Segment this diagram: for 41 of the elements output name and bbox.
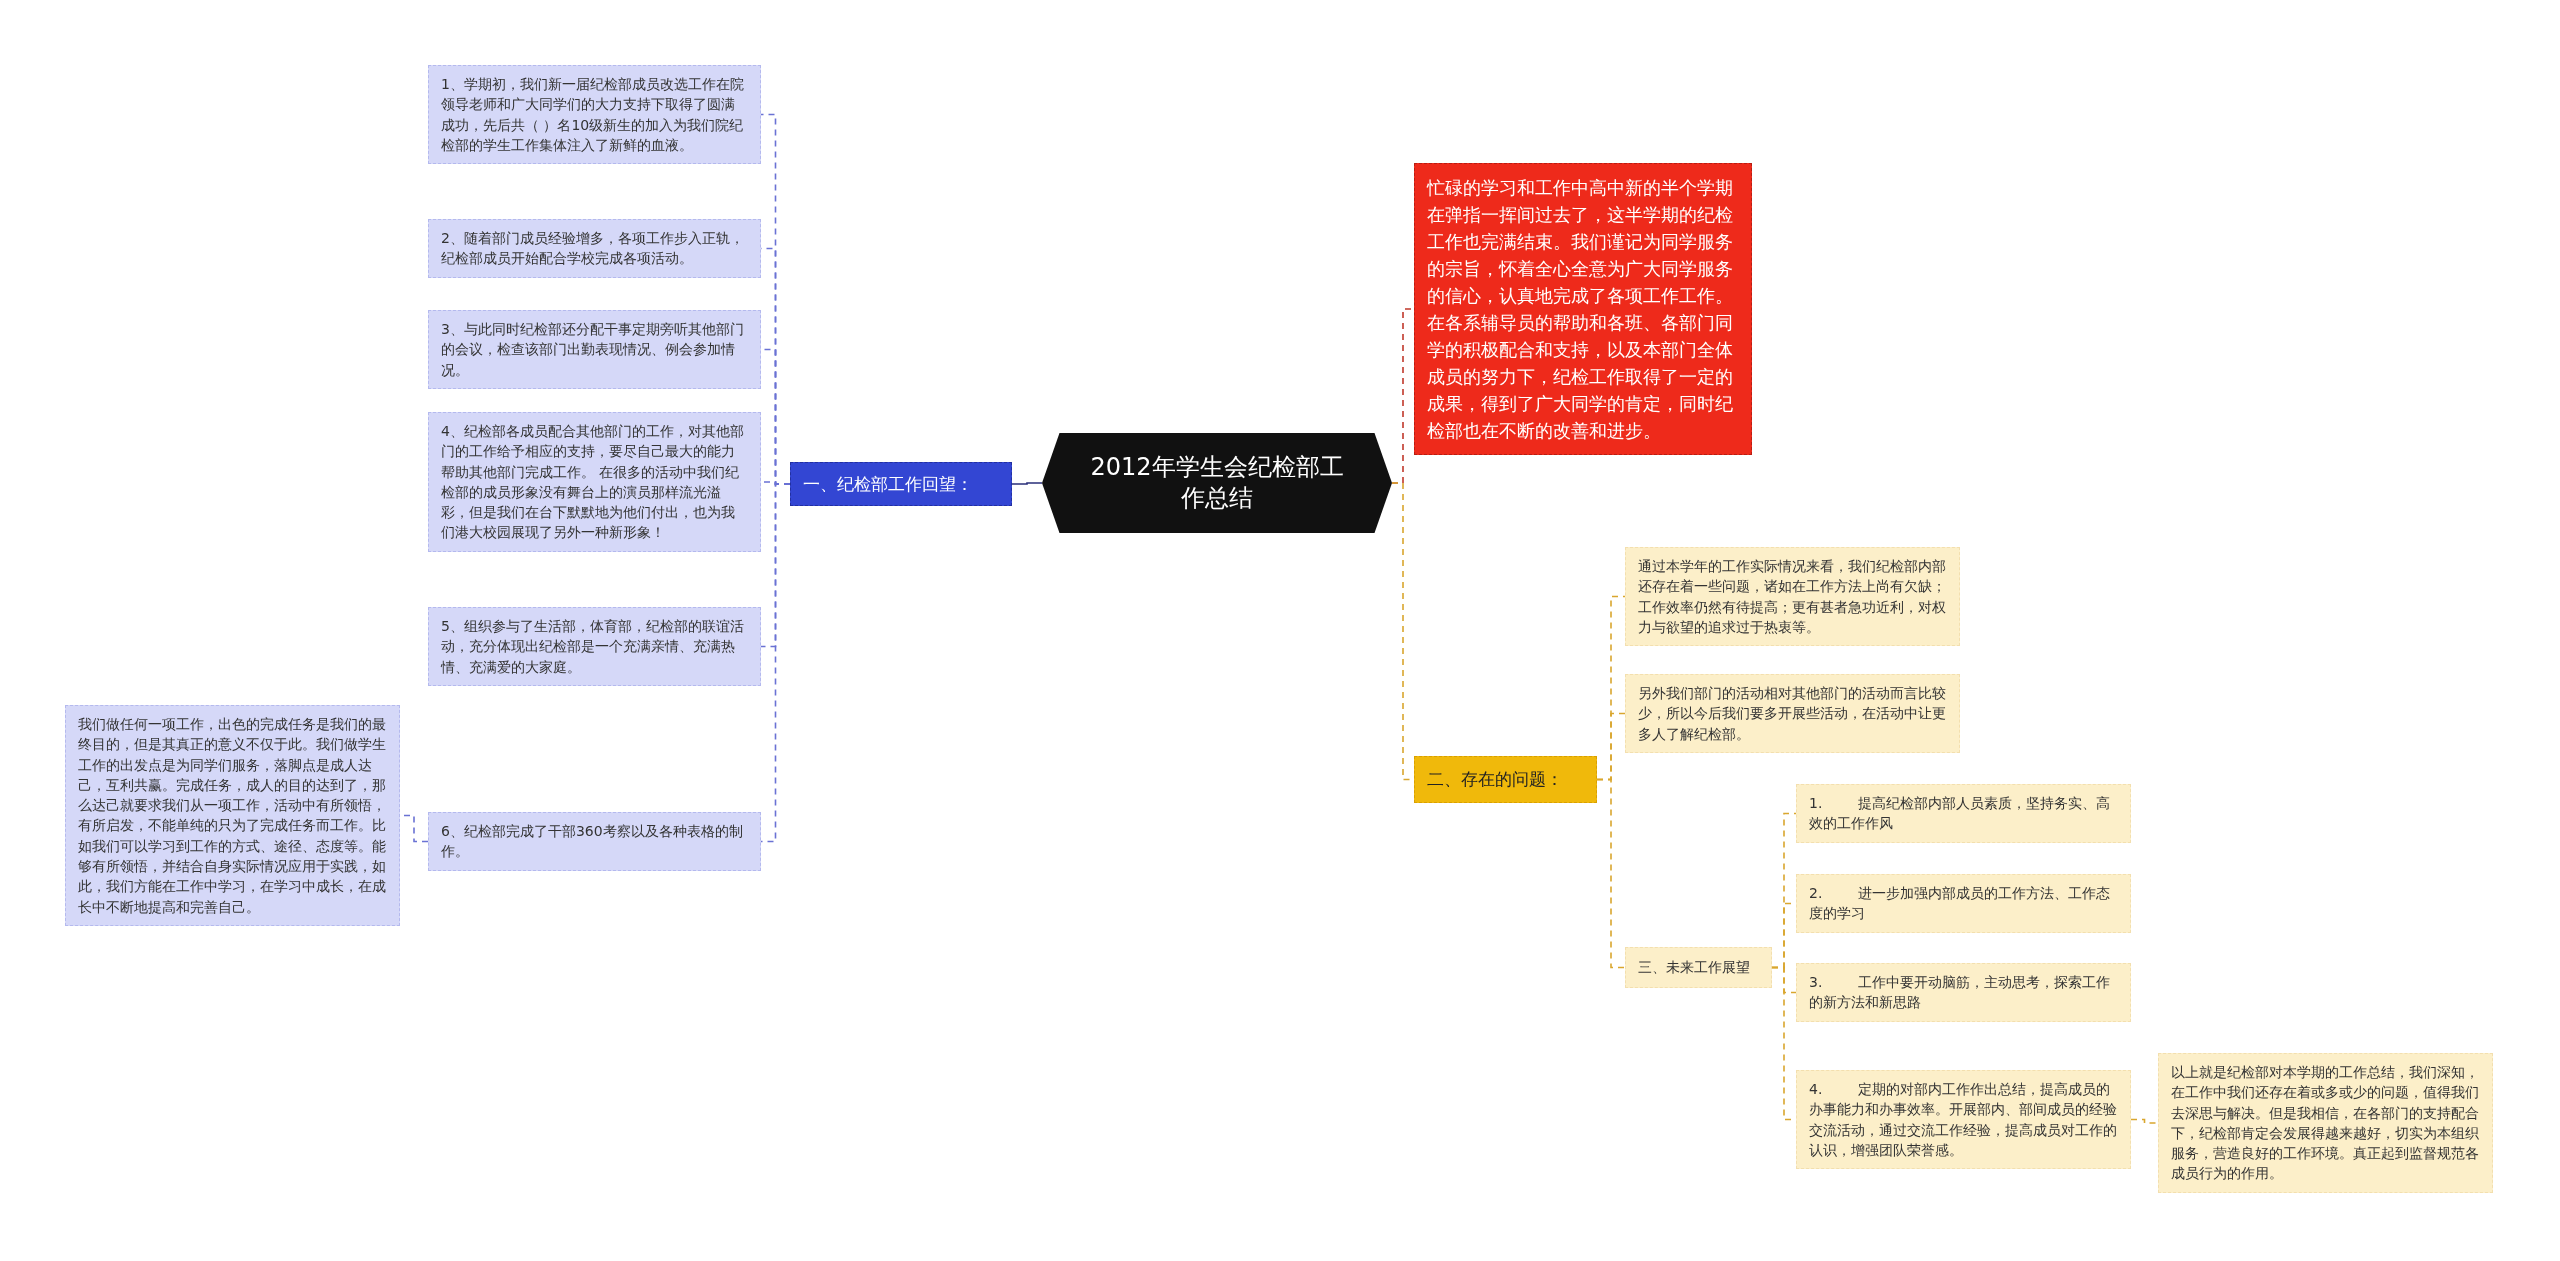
- central-topic: [1042, 433, 1392, 533]
- subtopic-box: [65, 705, 400, 926]
- subtopic-box: [2158, 1053, 2493, 1193]
- title-text: 2012年学生会纪检部工作总结: [1089, 451, 1345, 514]
- topic-text: 我们做任何一项工作，出色的完成任务是我们的最终目的，但是其真正的意义不仅于此。我们做学生工作的出发点是为同学们服务，落脚点是成人达己，互利共赢。完成任务，成人的目的达到了，那么达己就要求我们从一项工作，活动中有所领悟，有所启发，不能单纯的只为了完成任务而工作。比如我们可以学习到工作的方式、途径、态度等。能够有所领悟，并结合自身实际情况应用于实践，如此，我们方能在工作中学习，在学习中成长，在成长中不断地提高和完善自己。: [78, 715, 387, 917]
- branch-topic: [1414, 756, 1597, 803]
- topic-text: 5、组织参与了生活部，体育部，纪检部的联谊活动，充分体现出纪检部是一个充满亲情、充满热情、充满爱的大家庭。: [441, 617, 745, 677]
- topic-text: 1、学期初，我们新一届纪检部成员改选工作在院领导老师和广大同学们的大力支持下取得了圆满成功，先后共（ ）名10级新生的加入为我们院纪检部的学生工作集体注入了新鲜的血液。: [441, 75, 745, 155]
- connector-line: [1011, 482, 1043, 485]
- subtopic-box: [428, 65, 761, 165]
- topic-text: 以上就是纪检部对本学期的工作总结，我们深知，在工作中我们还存在着或多或少的问题，值得我们去深思与解决。但是我相信，在各部门的支持配合下，纪检部肯定会发展得越来越好，切实为本组织服务，营造良好的工作环境。真正起到监督规范各成员行为的作用。: [2171, 1063, 2480, 1184]
- subtopic-box: [428, 412, 761, 552]
- topic-text: 1. 提高纪检部内部人员素质，坚持务实、高效的工作作风: [1809, 794, 2111, 834]
- topic-text: 3、与此同时纪检部还分配干事定期旁听其他部门的会议，检查该部门出勤表现情况、例会参加情况。: [441, 320, 745, 380]
- subtopic-box: [1796, 874, 2131, 933]
- subtopic-box: [428, 310, 761, 389]
- topic-text: 4、纪检部各成员配合其他部门的工作，对其他部门的工作给予相应的支持，要尽自己最大的能力帮助其他部门完成工作。 在很多的活动中我们纪检部的成员形象没有舞台上的演员那样流光溢彩，但是我们在台下默默地为他们付出，也为我们港大校园展现了另外一种新形象！: [441, 422, 745, 543]
- subtopic-box: [428, 812, 761, 871]
- subtopic-box: [1796, 1070, 2131, 1170]
- subtopic-box: [1625, 547, 1960, 647]
- topic-text: 一、纪检部工作回望：: [803, 472, 973, 496]
- summary-box: [1414, 163, 1752, 455]
- topic-text: 二、存在的问题：: [1427, 768, 1563, 791]
- subtopic-box: [428, 607, 761, 686]
- topic-text: 3. 工作中要开动脑筋，主动思考，探索工作的新方法和新思路: [1809, 973, 2111, 1013]
- connector-line: [2130, 1118, 2159, 1124]
- subtopic-box: [1796, 784, 2131, 843]
- topic-text: 4. 定期的对部内工作作出总结，提高成员的办事能力和办事效率。开展部内、部间成员的经验交流活动，通过交流工作经验，提高成员对工作的认识，增强团队荣誉感。: [1809, 1080, 2118, 1160]
- subtopic-box: [1625, 947, 1772, 988]
- subtopic-box: [428, 219, 761, 278]
- topic-text: 三、未来工作展望: [1638, 958, 1750, 978]
- topic-text: 另外我们部门的活动相对其他部门的活动而言比较少，所以今后我们要多开展些活动，在活动中让更多人了解纪检部。: [1638, 684, 1947, 744]
- topic-text: 忙碌的学习和工作中高中新的半个学期在弹指一挥间过去了，这半学期的纪检工作也完满结束。我们谨记为同学服务的宗旨，怀着全心全意为广大同学服务的信心，认真地完成了各项工作工作。在各系辅导员的帮助和各班、各部门同学的积极配合和支持，以及本部门全体成员的努力下，纪检工作取得了一定的成果，得到了广大同学的肯定，同时纪检部也在不断的改善和进步。: [1427, 176, 1734, 443]
- branch-topic: [790, 462, 1012, 506]
- topic-text: 通过本学年的工作实际情况来看，我们纪检部内部还存在着一些问题，诸如在工作方法上尚有欠缺；工作效率仍然有待提高；更有甚者急功近利，对权力与欲望的追求过于热衷等。: [1638, 557, 1947, 637]
- subtopic-box: [1625, 674, 1960, 753]
- topic-text: 2、随着部门成员经验增多，各项工作步入正轨，纪检部成员开始配合学校完成各项活动。: [441, 229, 745, 269]
- topic-text: 2. 进一步加强内部成员的工作方法、工作态度的学习: [1809, 884, 2111, 924]
- topic-text: 6、纪检部完成了干部360考察以及各种表格的制作。: [441, 822, 744, 862]
- subtopic-box: [1796, 963, 2131, 1022]
- connector-line: [1596, 778, 1626, 969]
